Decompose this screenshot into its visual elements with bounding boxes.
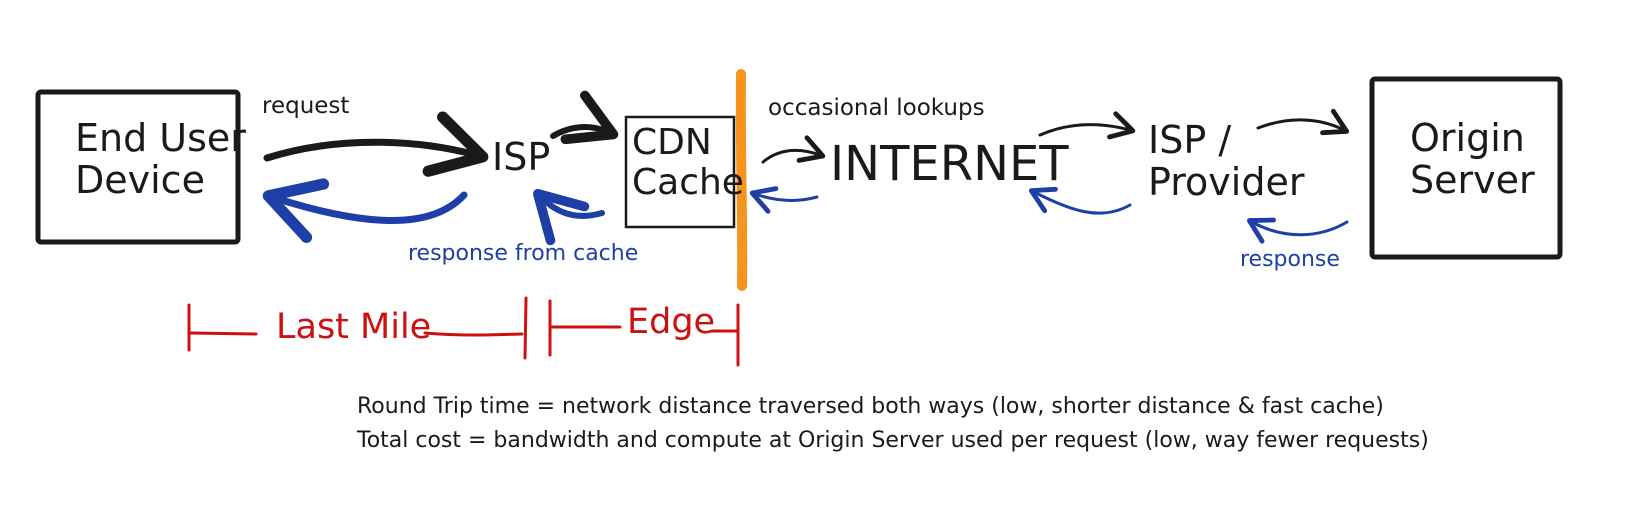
cdn-cache-label: CDN Cache — [632, 123, 744, 202]
end-user-device-label: End User Device — [75, 116, 246, 202]
response-label: response — [1240, 247, 1340, 272]
provider-line-2: Provider — [1148, 159, 1305, 204]
request-arrow — [263, 111, 489, 177]
last-mile-bracket — [187, 296, 528, 360]
total-cost-note: Total cost = bandwidth and compute at Or… — [357, 428, 1429, 453]
cdn-cache-box — [624, 115, 736, 229]
provider-to-internet-return-arrow — [1028, 186, 1132, 215]
internet-label: INTERNET — [830, 136, 1069, 192]
origin-line-1: Origin — [1410, 116, 1525, 160]
cdn-line-2: Cache — [632, 161, 744, 203]
origin-server-box — [1369, 76, 1563, 260]
occasional-lookups-label: occasional lookups — [768, 95, 985, 121]
end-user-device-box — [35, 89, 241, 245]
internet-to-cdn-return-arrow — [749, 186, 819, 214]
cdn-to-isp-return-arrow — [532, 188, 605, 246]
provider-to-origin-arrow — [1256, 108, 1350, 136]
edge-bracket — [548, 299, 740, 367]
isp-to-device-return-arrow — [262, 178, 468, 243]
internet-to-provider-arrow — [1038, 111, 1136, 140]
origin-server-label: Origin Server — [1410, 116, 1535, 202]
round-trip-note: Round Trip time = network distance trave… — [357, 394, 1384, 419]
isp-provider-label: ISP / Provider — [1148, 118, 1305, 204]
isp-label: ISP — [492, 135, 551, 179]
origin-line-2: Server — [1410, 157, 1535, 202]
end-user-line-2: Device — [75, 157, 205, 202]
provider-line-1: ISP / — [1148, 118, 1232, 162]
edge-boundary-line — [735, 69, 748, 291]
request-label: request — [262, 93, 350, 119]
cdn-to-internet-arrow — [761, 135, 826, 164]
response-from-cache-label: response from cache — [408, 241, 639, 266]
last-mile-label: Last Mile — [276, 307, 432, 347]
edge-label: Edge — [627, 302, 716, 342]
isp-to-cdn-arrow — [550, 90, 619, 145]
origin-to-provider-return-arrow — [1246, 217, 1349, 244]
end-user-line-1: End User — [75, 116, 246, 160]
cdn-line-1: CDN — [632, 122, 712, 163]
